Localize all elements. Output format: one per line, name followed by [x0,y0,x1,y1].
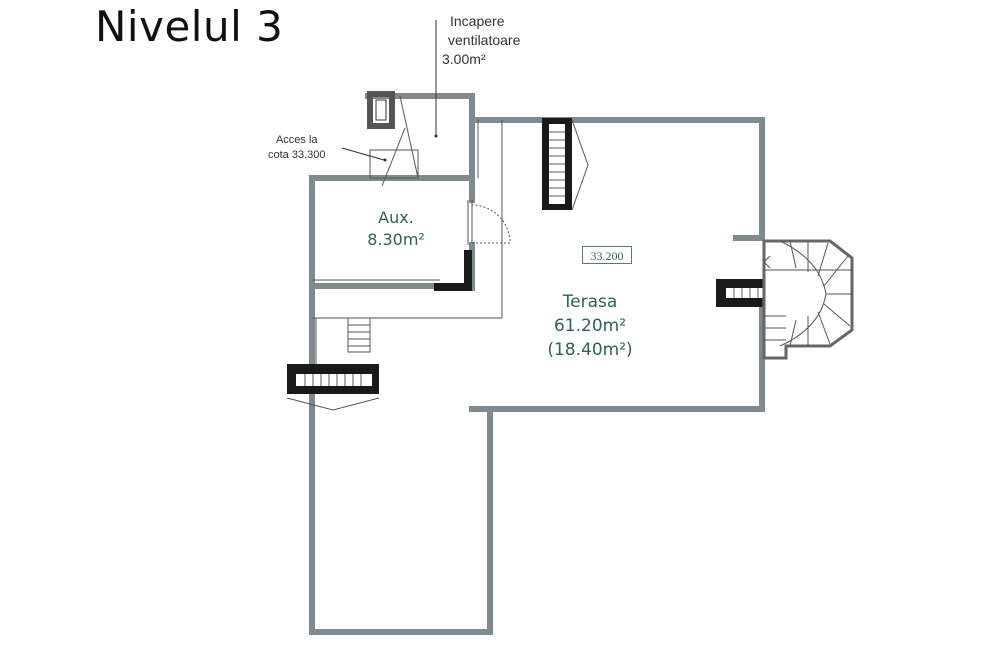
access-label-line1: Acces la [275,134,318,146]
room-terasa-area-secondary: (18.40m²) [547,340,633,360]
ventilation-label-line2: ventilatoare [448,32,521,48]
vent-unit-top [542,118,589,211]
elevation-tag: 33.200 [582,246,632,264]
room-terasa: Terasa 61.20m² (18.40m²) [530,290,650,362]
thin-lines [312,95,511,365]
ventilation-shaft [367,91,395,129]
dark-wall [434,250,472,291]
access-label-line2: cota 33.300 [268,149,326,161]
room-terasa-name: Terasa [562,292,618,312]
spiral-staircase [762,239,854,360]
small-stairs [347,317,371,353]
terrace-top-wall [475,117,765,241]
room-aux-name: Aux. [378,208,414,227]
room-aux-area: 8.30m² [367,230,425,249]
access-marker [383,158,387,162]
walls [309,93,765,635]
door-swing [471,204,511,244]
vent-unit-left [286,364,380,411]
room-aux: Aux. 8.30m² [356,207,436,251]
leader-lines [341,20,437,161]
terrace-bottom-wall [469,349,765,412]
ventilation-label: Incapere ventilatoare 3.00m² [442,12,521,69]
room-terasa-area: 61.20m² [553,316,627,336]
access-label: Acces la cota 33.300 [268,133,326,163]
ventilation-room-wall [365,93,475,181]
page-title: Nivelul 3 [95,2,284,51]
ventilation-label-line1: Incapere [450,13,505,29]
bottom-wall [309,406,493,635]
ventilation-area: 3.00m² [442,51,486,67]
ventilation-marker [434,134,438,138]
